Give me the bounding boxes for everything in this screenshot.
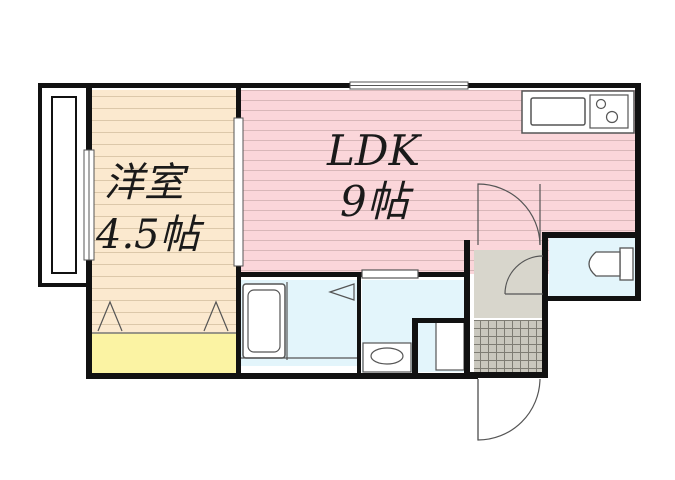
- windows: [83, 81, 469, 267]
- western-room-name: 洋室: [104, 160, 189, 206]
- balcony: [38, 83, 90, 287]
- washbasin: [362, 342, 412, 373]
- ldk-size: 9帖: [340, 177, 414, 226]
- doors: [361, 183, 544, 441]
- closet-doors: [97, 300, 229, 332]
- ldk-name: LDK: [326, 126, 423, 175]
- bathtub: [242, 283, 286, 359]
- entrance-tile: [474, 320, 542, 372]
- kitchen-counter: [521, 90, 635, 134]
- toilet: [588, 247, 634, 281]
- entrance: [474, 250, 542, 318]
- closet: [90, 333, 237, 375]
- western-room-size: 4.5帖: [95, 212, 205, 258]
